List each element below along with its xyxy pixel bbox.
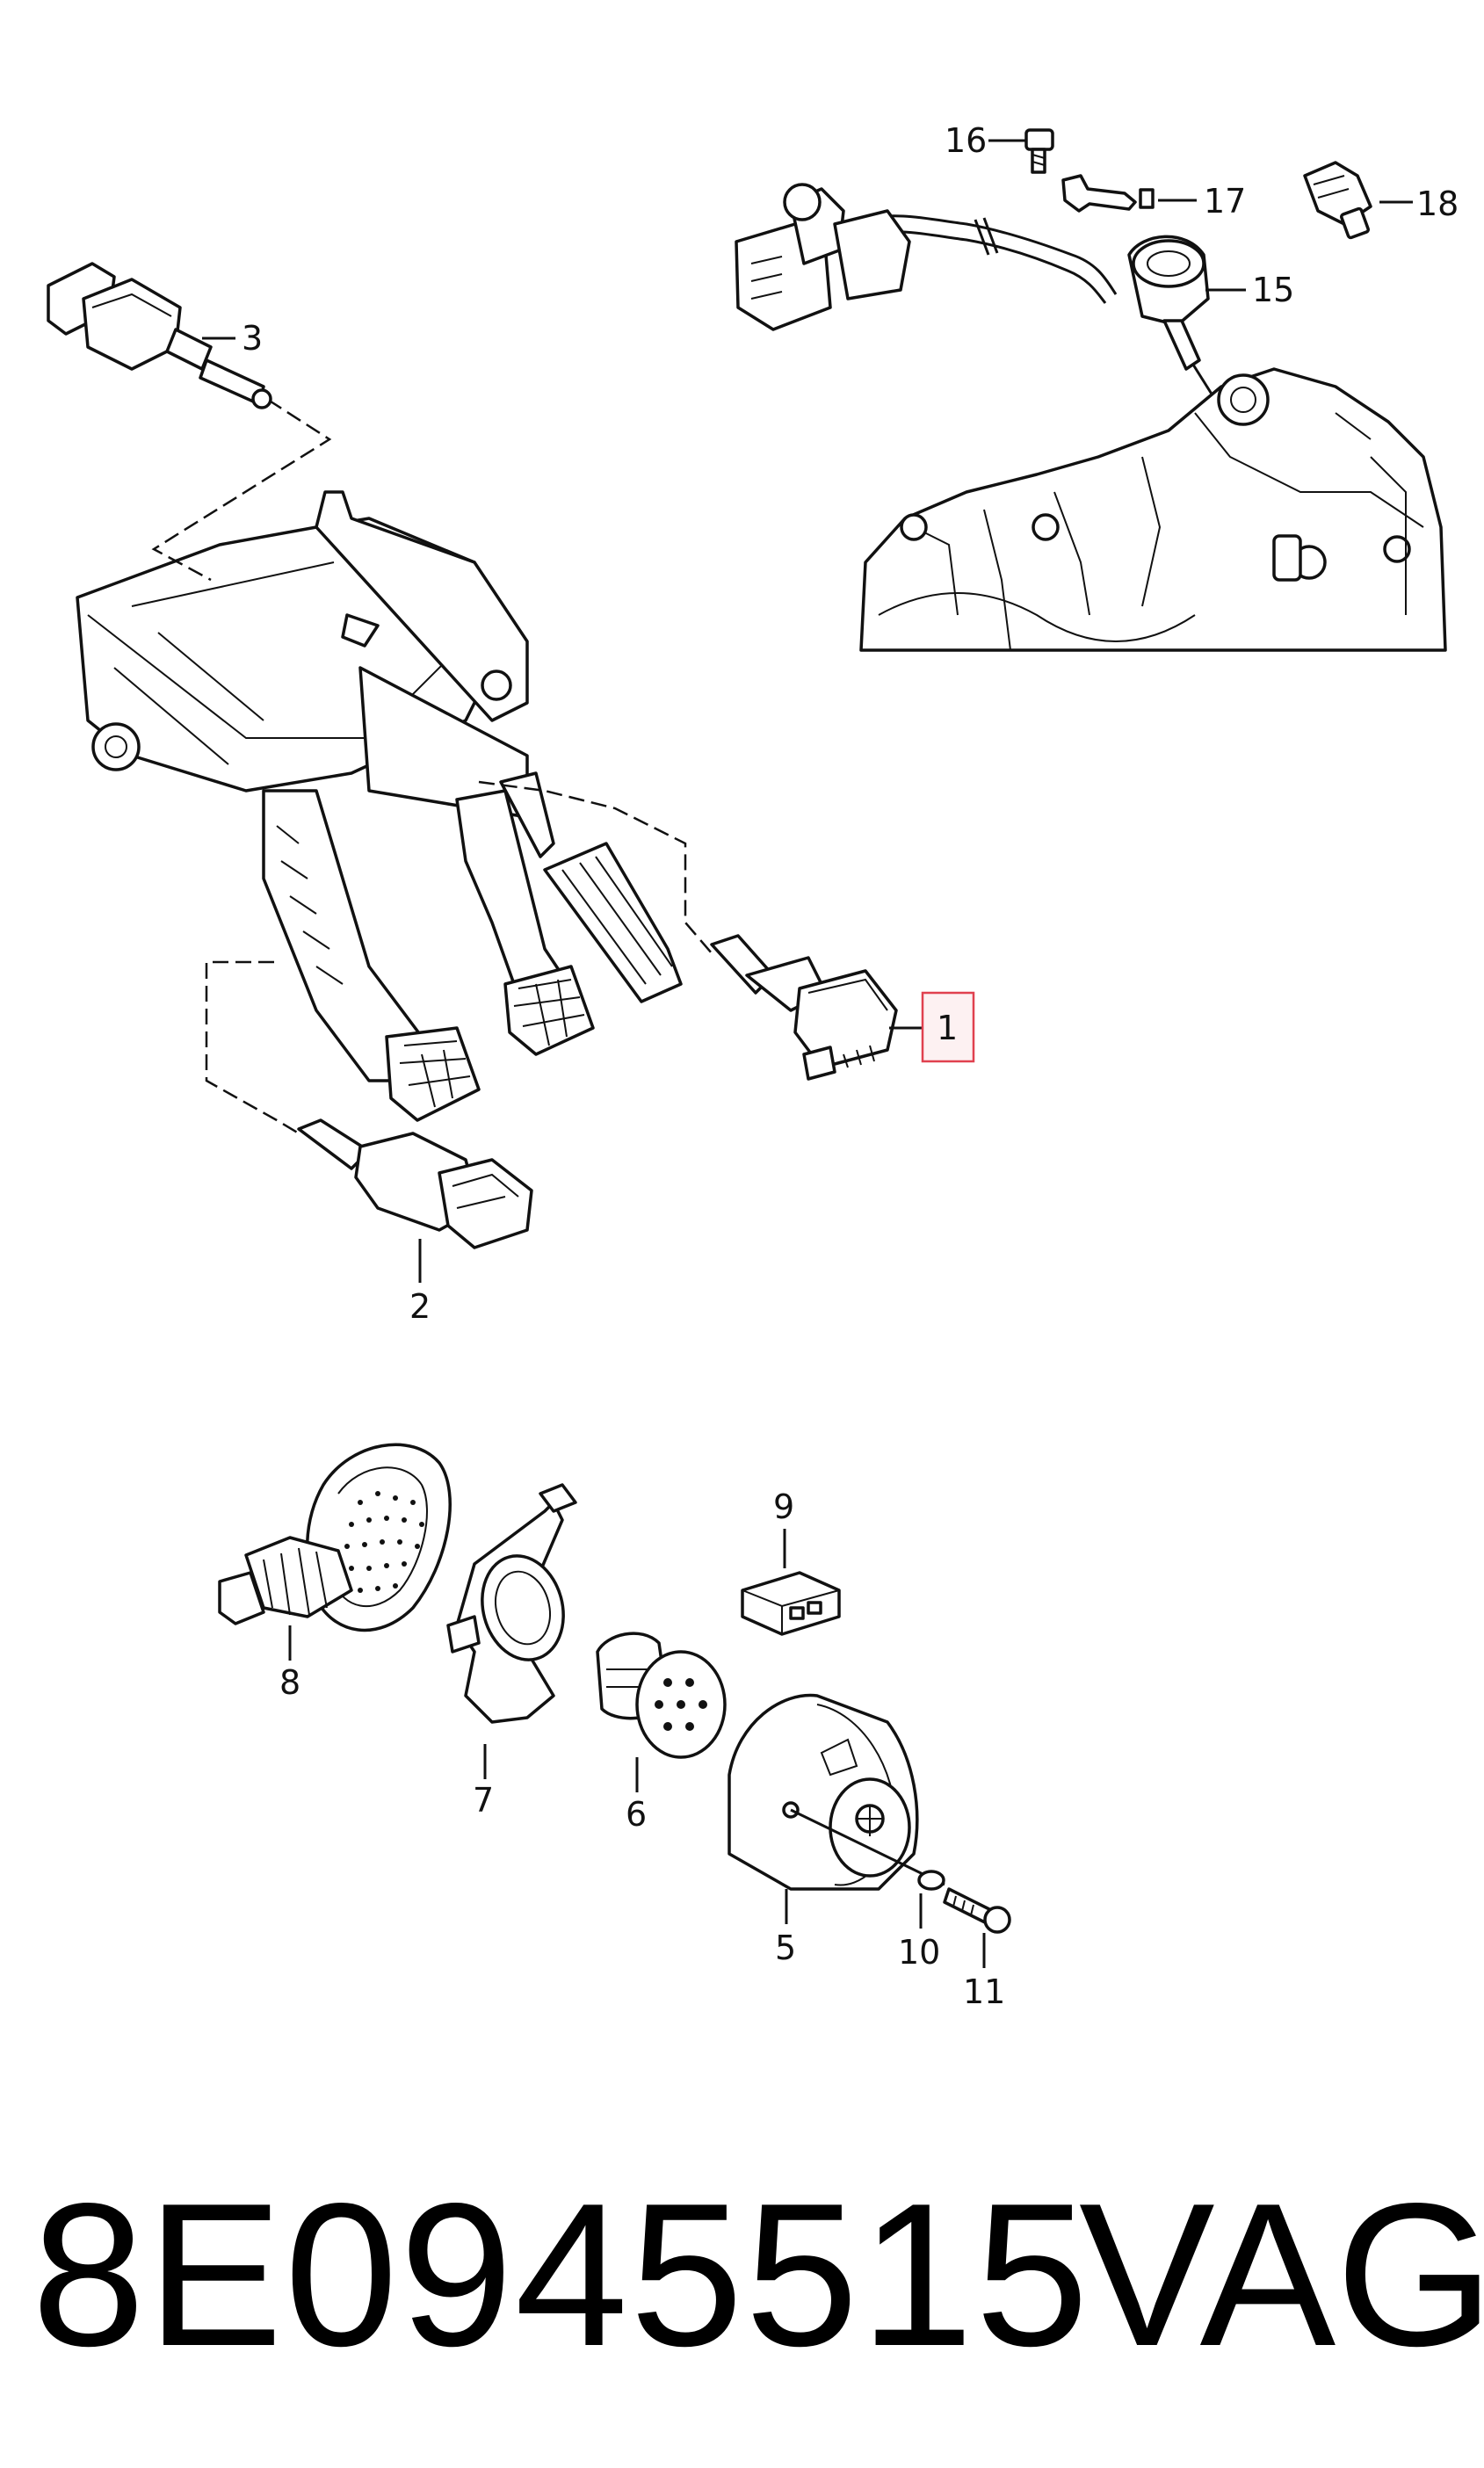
callout-10[interactable]: 10 <box>898 1933 940 1972</box>
accelerator-pedal-drawing <box>499 771 683 1003</box>
part-7-drawing <box>446 1483 577 1779</box>
callout-18[interactable]: 18 <box>1416 185 1459 223</box>
callout-6[interactable]: 6 <box>626 1795 647 1834</box>
clutch-pedal-drawing <box>262 789 481 1122</box>
callout-labels: 1 2 3 5 6 7 8 9 10 11 15 16 17 18 <box>242 121 1459 2011</box>
switch-2-drawing <box>297 1118 533 1283</box>
dashed-link-lines <box>151 398 713 1135</box>
callout-5[interactable]: 5 <box>775 1929 796 1967</box>
part-8-drawing <box>218 1443 452 1661</box>
washer-10-drawing <box>917 1870 945 1929</box>
screw-11-drawing <box>943 1887 1011 1968</box>
part-6-pins <box>655 1678 707 1731</box>
part-9-drawing <box>741 1529 841 1636</box>
callout-7[interactable]: 7 <box>473 1781 494 1820</box>
part-number-text: 8E0945515 <box>32 2161 1090 2389</box>
part-8-texture <box>344 1491 424 1593</box>
footer: 8E0945515 VAG <box>0 2144 1484 2407</box>
switch-1-drawing <box>710 934 924 1081</box>
highlight-box-callout-1 <box>921 991 975 1063</box>
leaders-top-right <box>988 139 1413 292</box>
brake-pedal-drawing <box>455 789 595 1056</box>
callout-16[interactable]: 16 <box>945 121 987 160</box>
callout-11[interactable]: 11 <box>963 1972 1005 2011</box>
callout-9[interactable]: 9 <box>773 1487 794 1526</box>
switch-3-drawing <box>47 262 272 409</box>
gearbox-housing-drawing <box>859 367 1447 652</box>
bracket-17-drawing <box>1061 174 1155 213</box>
callout-15[interactable]: 15 <box>1252 271 1294 309</box>
callout-17[interactable]: 17 <box>1204 182 1246 221</box>
pedal-box-drawing <box>76 490 529 819</box>
bolt-16-drawing <box>1024 128 1054 174</box>
callout-2[interactable]: 2 <box>409 1287 431 1326</box>
callout-8[interactable]: 8 <box>279 1663 300 1702</box>
callout-1[interactable]: 1 <box>937 1009 958 1047</box>
part-5-drawing <box>728 1693 945 1924</box>
wiring-harness-drawing <box>735 183 1214 396</box>
part-6-drawing <box>596 1632 727 1792</box>
brand-text: VAG <box>1079 2161 1484 2389</box>
callout-3[interactable]: 3 <box>242 319 263 358</box>
sensor-18-drawing <box>1303 161 1372 240</box>
